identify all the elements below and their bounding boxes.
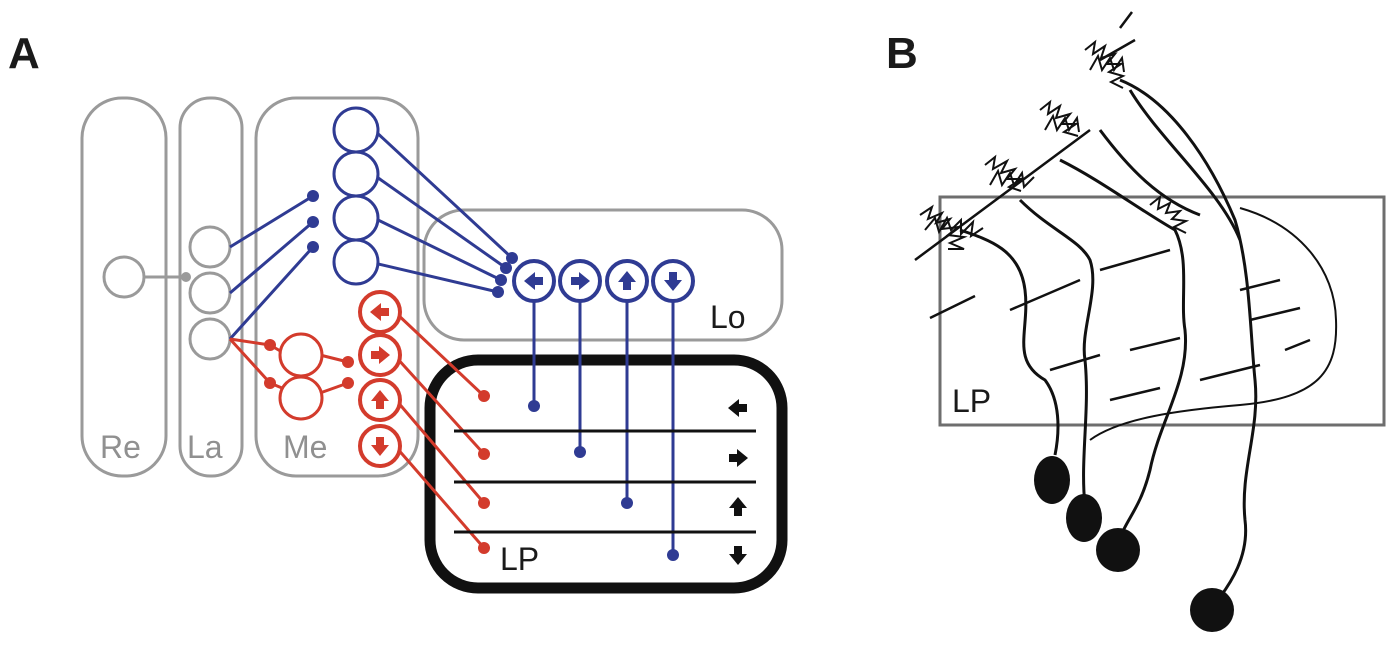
photoreceptor-synapse [181,272,191,282]
photoreceptor-neuron [102,255,186,299]
up-arrow-icon [729,497,747,516]
medulla-red-direction-neurons [358,290,402,468]
panel-a-letter: A [8,29,40,78]
lamina-label: La [187,429,223,465]
down-arrow-icon [729,546,747,565]
medulla-label: Me [283,429,327,465]
lobula-plate-layers [454,429,756,534]
lobula-plate-label: LP [500,541,539,577]
blue-pathway-lines [228,128,675,555]
lamina-neurons [188,225,232,361]
red-synapses [264,339,490,554]
lobula-blue-direction-neurons [512,259,695,303]
panel-b-letter: B [886,29,918,78]
right-arrow-icon [729,449,748,467]
medulla-column [254,96,420,478]
retina-label: Re [100,429,141,465]
medulla-blue-neurons [332,106,380,286]
retina-column [80,96,168,478]
medulla-red-neurons [278,332,324,421]
panel-b-lp-label: LP [952,383,991,419]
lp-neuron-drawing [914,11,1386,632]
red-pathway-lines [228,311,486,549]
lobula-plate-box [424,354,788,594]
lobula-label: Lo [710,299,746,335]
left-arrow-icon [728,399,747,417]
blue-synapses [307,190,679,561]
lamina-column [178,96,244,478]
